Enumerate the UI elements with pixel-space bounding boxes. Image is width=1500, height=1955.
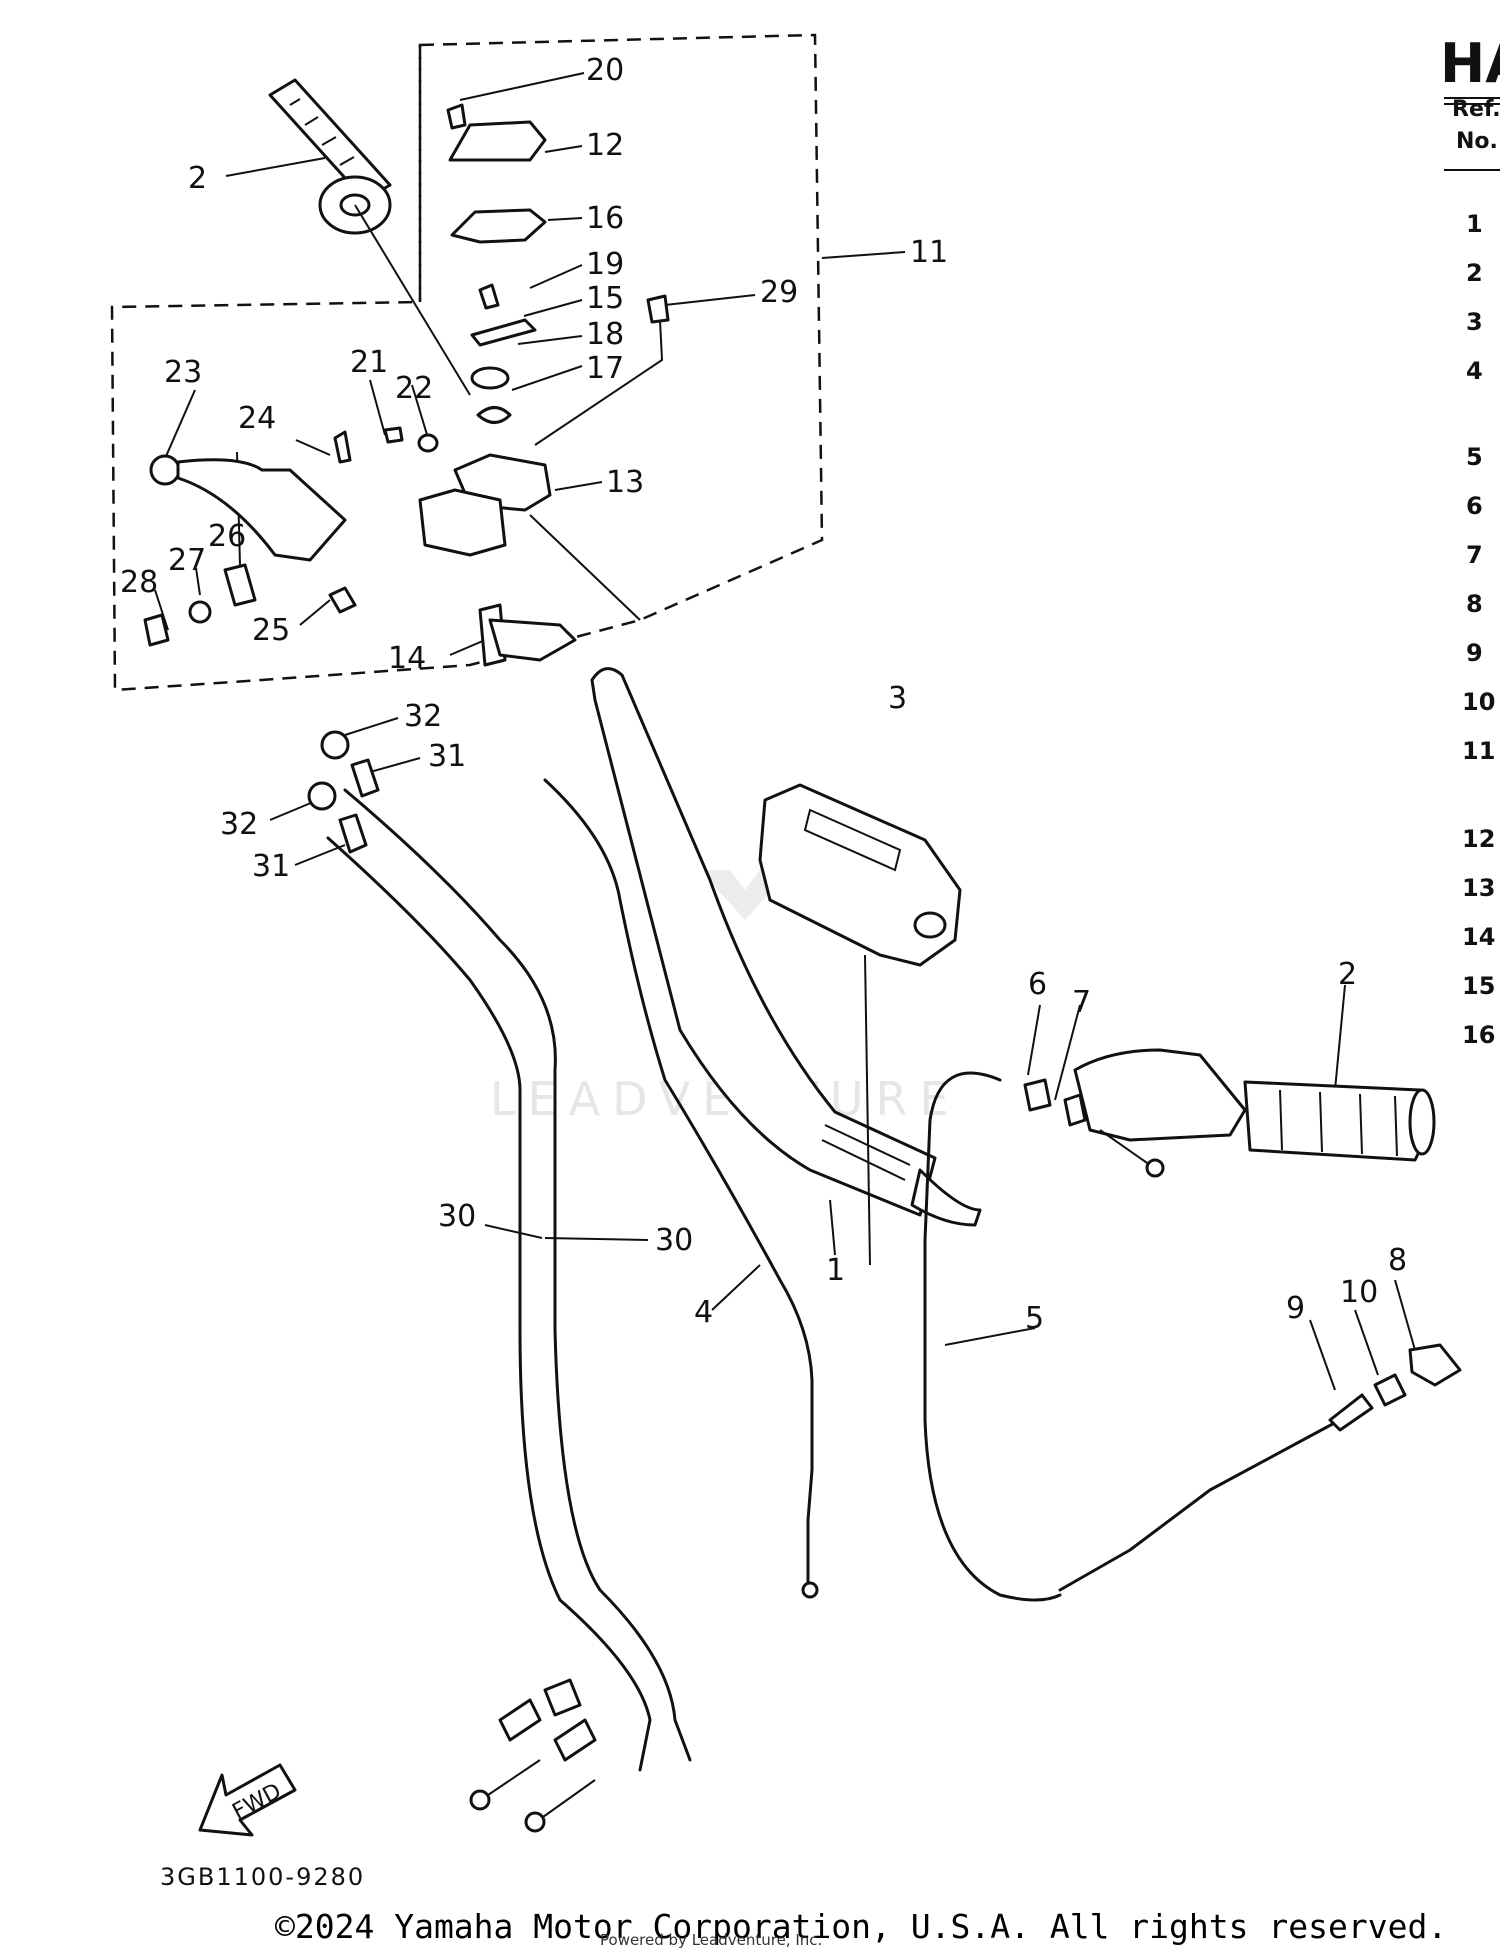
callout-21: 21 xyxy=(350,345,388,380)
throttle-housing-parts xyxy=(418,103,670,667)
ref-number: 12 xyxy=(1462,825,1495,853)
callout-15: 15 xyxy=(586,281,624,316)
leader-lines xyxy=(154,72,1416,1391)
callout-11: 11 xyxy=(910,235,948,270)
callout-9: 9 xyxy=(1286,1291,1305,1326)
callout-18: 18 xyxy=(586,317,624,352)
callout-2-left: 2 xyxy=(188,161,207,196)
callout-26: 26 xyxy=(208,519,246,554)
ref-number: 8 xyxy=(1466,590,1483,618)
ref-number: 6 xyxy=(1466,492,1483,520)
callout-31-upper: 31 xyxy=(428,739,466,774)
callout-23: 23 xyxy=(164,355,202,390)
assembly-boundary-outer xyxy=(110,33,824,692)
ref-column-header-line1: Ref. xyxy=(1452,97,1500,122)
cables xyxy=(326,778,1462,1833)
callout-2-right: 2 xyxy=(1338,957,1357,992)
callout-25: 25 xyxy=(252,613,290,648)
copyright-text: ©2024 Yamaha Motor Corporation, U.S.A. A… xyxy=(275,1907,1447,1946)
callout-32-lower: 32 xyxy=(220,807,258,842)
ref-column-header-line2: No. xyxy=(1456,129,1498,154)
callout-14: 14 xyxy=(388,641,426,676)
cable-adjusters xyxy=(307,730,380,854)
page-title-fragment: HA xyxy=(1440,32,1500,95)
fwd-arrow: FWD xyxy=(198,1763,297,1837)
callout-7: 7 xyxy=(1072,985,1091,1020)
ref-number: 16 xyxy=(1462,1021,1495,1049)
callout-10: 10 xyxy=(1340,1275,1378,1310)
callout-30-right: 30 xyxy=(655,1223,693,1258)
callout-8: 8 xyxy=(1388,1243,1407,1278)
ref-number: 13 xyxy=(1462,874,1495,902)
callout-27: 27 xyxy=(168,543,206,578)
callout-31-lower: 31 xyxy=(252,849,290,884)
lever-assembly xyxy=(143,426,439,647)
credit-text: Powered by Leadventure, Inc. xyxy=(600,1931,822,1949)
callout-6: 6 xyxy=(1028,967,1047,1002)
callout-16: 16 xyxy=(586,201,624,236)
callout-30-left: 30 xyxy=(438,1199,476,1234)
callout-13: 13 xyxy=(606,465,644,500)
ref-number: 9 xyxy=(1466,639,1483,667)
callout-20: 20 xyxy=(586,53,624,88)
ref-number: 4 xyxy=(1466,357,1483,385)
switch-housing xyxy=(758,783,962,1266)
callout-1: 1 xyxy=(826,1253,845,1288)
grip-right xyxy=(1023,1048,1436,1178)
ref-number: 1 xyxy=(1466,210,1483,238)
ref-number: 7 xyxy=(1466,541,1483,569)
ref-number: 3 xyxy=(1466,308,1483,336)
ref-number: 11 xyxy=(1462,737,1495,765)
callout-32-upper: 32 xyxy=(404,699,442,734)
callout-4: 4 xyxy=(694,1295,713,1330)
ref-number: 5 xyxy=(1466,443,1483,471)
ref-number: 2 xyxy=(1466,259,1483,287)
grip-left xyxy=(268,78,471,396)
callout-24: 24 xyxy=(238,401,276,436)
ref-number: 15 xyxy=(1462,972,1495,1000)
callout-17: 17 xyxy=(586,351,624,386)
callout-12: 12 xyxy=(586,128,624,163)
diagram-code: 3GB1100-9280 xyxy=(160,1863,365,1891)
callout-19: 19 xyxy=(586,247,624,282)
parts-list-header: HA Ref. No. xyxy=(1440,32,1500,171)
callout-22: 22 xyxy=(395,371,433,406)
callout-3: 3 xyxy=(888,681,907,716)
callout-28: 28 xyxy=(120,565,158,600)
callout-29: 29 xyxy=(760,275,798,310)
callout-5: 5 xyxy=(1025,1301,1044,1336)
callout-labels: 20 12 16 19 15 18 17 29 11 13 14 2 23 24… xyxy=(120,53,1407,1336)
ref-number: 14 xyxy=(1462,923,1495,951)
ref-number: 10 xyxy=(1462,688,1495,716)
